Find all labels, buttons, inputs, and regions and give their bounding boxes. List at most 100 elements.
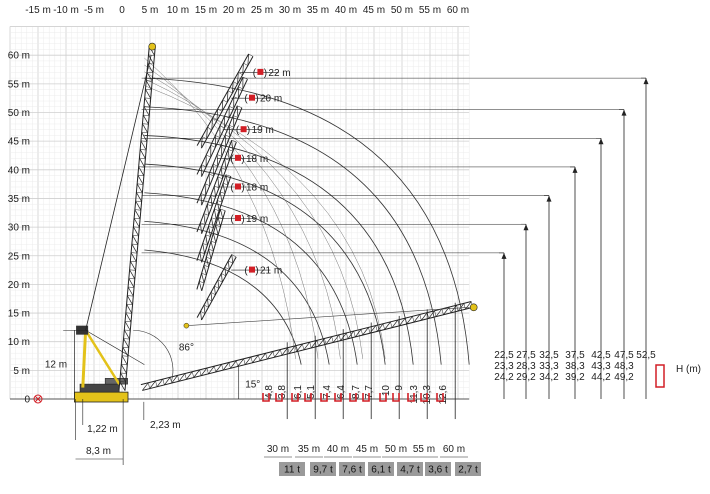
height-value: 28,3 bbox=[516, 361, 536, 372]
y-tick-label: 55 m bbox=[8, 79, 30, 90]
boom-lace bbox=[238, 87, 243, 89]
boom-lace bbox=[280, 350, 281, 356]
x-tick-label: 25 m bbox=[251, 5, 273, 16]
x-tick-label: 55 m bbox=[419, 5, 441, 16]
height-value: 24,2 bbox=[494, 372, 514, 383]
jib-rope bbox=[186, 307, 469, 325]
boom-lace bbox=[218, 177, 219, 188]
x-tick-label: -15 m bbox=[25, 5, 51, 16]
boom-lace bbox=[207, 127, 211, 129]
boom-lace bbox=[201, 193, 202, 205]
boom-lace bbox=[214, 366, 215, 372]
boom-lace bbox=[133, 235, 139, 236]
jib-length-label: 19 m bbox=[252, 125, 274, 136]
boom-lace bbox=[228, 149, 233, 151]
jib-length-icon bbox=[235, 183, 241, 189]
boom-lace bbox=[126, 313, 131, 322]
load-value: 2,7 t bbox=[458, 465, 478, 476]
jib-icon-paren-close: ) bbox=[241, 154, 244, 165]
boom-lace bbox=[207, 204, 212, 206]
boom-lace bbox=[218, 280, 222, 282]
boom-lace bbox=[220, 126, 225, 128]
y-tick-label: 50 m bbox=[8, 108, 30, 119]
boom-lace bbox=[209, 249, 211, 258]
height-value: 23,3 bbox=[494, 361, 514, 372]
height-arrow bbox=[524, 224, 529, 230]
boom-lace bbox=[200, 252, 202, 262]
boom-chord bbox=[197, 140, 232, 232]
jib-length-label: 18 m bbox=[246, 182, 268, 193]
jib-length-label: 21 m bbox=[260, 266, 282, 277]
height-value: 43,3 bbox=[591, 361, 611, 372]
boom-lace bbox=[146, 81, 151, 90]
boom-length-label: 60 m bbox=[443, 444, 465, 455]
boom-lace bbox=[442, 309, 443, 315]
boom-lace bbox=[213, 164, 214, 176]
radius-arc bbox=[144, 221, 329, 364]
boom-lace bbox=[147, 72, 152, 81]
jib-length-label: 18 m bbox=[246, 154, 268, 165]
boom-lace bbox=[128, 287, 133, 296]
y-tick-label: 0 bbox=[24, 395, 30, 406]
load-value: 4,7 t bbox=[400, 465, 420, 476]
boom-lace bbox=[122, 356, 128, 357]
x-tick-label: -5 m bbox=[84, 5, 104, 16]
load-value: 6,1 t bbox=[371, 465, 391, 476]
height-value: 37,5 bbox=[565, 350, 585, 361]
radius-value: 9 bbox=[394, 385, 405, 391]
x-tick-label: 40 m bbox=[335, 5, 357, 16]
boom-lace bbox=[216, 225, 221, 226]
x-tick-label: 10 m bbox=[167, 5, 189, 16]
height-arrow bbox=[644, 78, 649, 84]
boom-lace bbox=[464, 303, 465, 309]
y-tick-label: 60 m bbox=[8, 51, 30, 62]
boom-lace bbox=[449, 307, 450, 313]
height-value: 33,3 bbox=[539, 361, 559, 372]
pivot-offset-label: 2,23 m bbox=[150, 420, 181, 431]
height-value: 32,5 bbox=[539, 350, 559, 361]
x-tick-label: 30 m bbox=[279, 5, 301, 16]
height-value: 49,2 bbox=[614, 372, 634, 383]
height-value: 39,2 bbox=[565, 372, 585, 383]
boom-lace bbox=[251, 357, 252, 363]
boom-lace bbox=[206, 155, 211, 157]
boom-lace bbox=[145, 98, 150, 107]
boom-lace bbox=[125, 321, 131, 322]
boom-lace bbox=[124, 330, 129, 339]
y-tick-label: 15 m bbox=[8, 309, 30, 320]
boom-lace bbox=[140, 149, 146, 150]
boom-length-label: 55 m bbox=[413, 444, 435, 455]
boom-lace bbox=[228, 261, 232, 263]
x-tick-label: 45 m bbox=[363, 5, 385, 16]
boom-length-label: 30 m bbox=[267, 444, 289, 455]
boom-lace bbox=[133, 227, 138, 236]
boom-lace bbox=[221, 273, 222, 282]
boom-lace bbox=[202, 273, 204, 282]
boom-lace bbox=[131, 253, 136, 262]
boom-lace bbox=[310, 342, 311, 348]
height-value: 44,2 bbox=[591, 372, 611, 383]
height-arrow bbox=[547, 196, 552, 202]
jib-angle-label: 15° bbox=[245, 380, 260, 391]
boom-lace bbox=[142, 132, 148, 133]
y-tick-label: 5 m bbox=[13, 366, 30, 377]
boom-lace bbox=[136, 201, 142, 202]
height-value: 48,3 bbox=[614, 361, 634, 372]
boom-lace bbox=[144, 107, 149, 116]
mast bbox=[83, 330, 86, 387]
y-tick-label: 35 m bbox=[8, 194, 30, 205]
boom-lace bbox=[122, 356, 127, 365]
x-tick-label: 60 m bbox=[447, 5, 469, 16]
boom-lace bbox=[223, 183, 228, 185]
boom-lace bbox=[236, 361, 237, 367]
boom-lace bbox=[225, 135, 226, 147]
boom-angle-label: 86° bbox=[179, 342, 194, 353]
luffing-jib bbox=[197, 77, 247, 177]
boom-lace bbox=[229, 362, 230, 368]
boom-lace bbox=[220, 209, 222, 218]
x-tick-label: 20 m bbox=[223, 5, 245, 16]
jib-length-icon bbox=[249, 95, 255, 101]
